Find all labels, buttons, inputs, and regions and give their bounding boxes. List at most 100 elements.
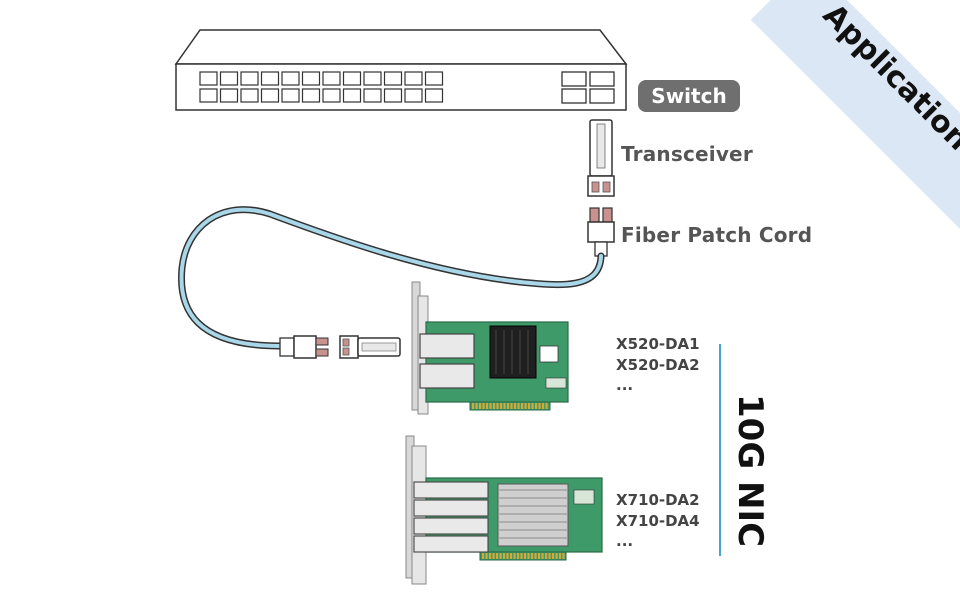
- nic-card-1-models: X520-DA1 X520-DA2 ...: [616, 334, 700, 394]
- switch-label: Switch: [638, 80, 740, 112]
- nic2-gold-pins: [482, 553, 565, 559]
- gold-pin: [534, 553, 537, 559]
- gold-pin: [517, 553, 520, 559]
- switch-port: [219, 71, 239, 86]
- nic-card-2-models: X710-DA2 X710-DA4 ...: [616, 490, 700, 550]
- nic2-heatsink: [497, 483, 569, 547]
- gold-pin: [524, 553, 527, 559]
- gold-pin: [475, 403, 478, 409]
- fiber-cable: [179, 207, 603, 348]
- gold-pin: [517, 403, 520, 409]
- nic-card-1: [411, 281, 569, 415]
- switch-port: [240, 71, 259, 86]
- gold-pin: [510, 553, 513, 559]
- gold-pin: [503, 403, 506, 409]
- model-ellipsis: ...: [616, 376, 634, 394]
- gold-pin: [485, 553, 488, 559]
- switch-top-face: [174, 29, 628, 65]
- gold-pin: [510, 403, 513, 409]
- gold-pin: [499, 553, 502, 559]
- gold-pin: [524, 403, 527, 409]
- gold-pin: [562, 553, 565, 559]
- gold-pin: [521, 403, 524, 409]
- switch-port: [342, 88, 362, 103]
- gold-pin: [486, 403, 489, 409]
- nic2-sfp-cage-4: [413, 535, 489, 553]
- sfp-transceiver: [587, 119, 615, 197]
- gold-pin: [538, 553, 541, 559]
- switch-front-face: [175, 63, 627, 111]
- nic-group-bracket: [719, 344, 721, 556]
- gold-pin: [489, 553, 492, 559]
- lc-connector-top: [587, 207, 615, 257]
- switch-port: [281, 71, 300, 86]
- switch-port: [342, 71, 362, 86]
- gold-pin: [489, 403, 492, 409]
- switch-port: [363, 71, 382, 86]
- model-ellipsis: ...: [616, 532, 634, 550]
- gold-pin: [559, 553, 562, 559]
- switch-ports: [199, 71, 444, 103]
- gold-pin: [479, 403, 482, 409]
- nic-group-title: 10G NIC: [730, 394, 770, 548]
- gold-pin: [555, 553, 558, 559]
- gold-pin: [531, 403, 534, 409]
- gold-pin: [531, 553, 534, 559]
- model-name: X710-DA2: [616, 491, 700, 509]
- gold-pin: [545, 553, 548, 559]
- gold-pin: [538, 403, 541, 409]
- nic1-heatsink: [489, 325, 537, 379]
- model-name: X520-DA2: [616, 356, 700, 374]
- gold-pin: [542, 403, 545, 409]
- gold-pin: [507, 403, 510, 409]
- nic1-sfp-cage-1: [419, 333, 475, 359]
- fiber-patch-cord-label: Fiber Patch Cord: [621, 223, 813, 247]
- switch-port: [240, 88, 259, 103]
- switch-port: [260, 88, 280, 103]
- switch-port: [301, 71, 321, 86]
- nic2-sfp-cage-3: [413, 517, 489, 535]
- gold-pin: [527, 553, 530, 559]
- switch-port: [424, 88, 444, 103]
- switch-port: [260, 71, 280, 86]
- nic2-sfp-cage-2: [413, 499, 489, 517]
- gold-pin: [545, 403, 548, 409]
- switch-port: [219, 88, 239, 103]
- gold-pin: [513, 553, 516, 559]
- switch-port: [424, 71, 444, 86]
- network-switch: [174, 29, 628, 111]
- switch-port: [199, 88, 218, 103]
- nic1-sfp-cage-2: [419, 363, 475, 389]
- switch-port: [383, 88, 403, 103]
- model-name: X520-DA1: [616, 335, 700, 353]
- switch-port: [281, 88, 300, 103]
- gold-pin: [503, 553, 506, 559]
- gold-pin: [482, 403, 485, 409]
- switch-port: [404, 88, 423, 103]
- gold-pin: [493, 403, 496, 409]
- gold-pin: [500, 403, 503, 409]
- nic2-sfp-cage-1: [413, 481, 489, 499]
- nic-card-2: [405, 435, 603, 585]
- gold-pin: [482, 553, 485, 559]
- gold-pin: [496, 553, 499, 559]
- lc-connector-left: [279, 335, 329, 359]
- model-name: X710-DA4: [616, 512, 700, 530]
- switch-port: [199, 71, 218, 86]
- gold-pin: [552, 553, 555, 559]
- transceiver-label: Transceiver: [621, 142, 753, 166]
- switch-port: [322, 88, 341, 103]
- gold-pin: [514, 403, 517, 409]
- switch-port: [383, 71, 403, 86]
- switch-port: [363, 88, 382, 103]
- gold-pin: [472, 403, 475, 409]
- gold-pin: [492, 553, 495, 559]
- sfp-transceiver-horizontal: [339, 335, 401, 359]
- switch-port: [404, 71, 423, 86]
- gold-pin: [535, 403, 538, 409]
- gold-pin: [528, 403, 531, 409]
- nic1-gold-pins: [472, 403, 548, 409]
- gold-pin: [541, 553, 544, 559]
- switch-port: [301, 88, 321, 103]
